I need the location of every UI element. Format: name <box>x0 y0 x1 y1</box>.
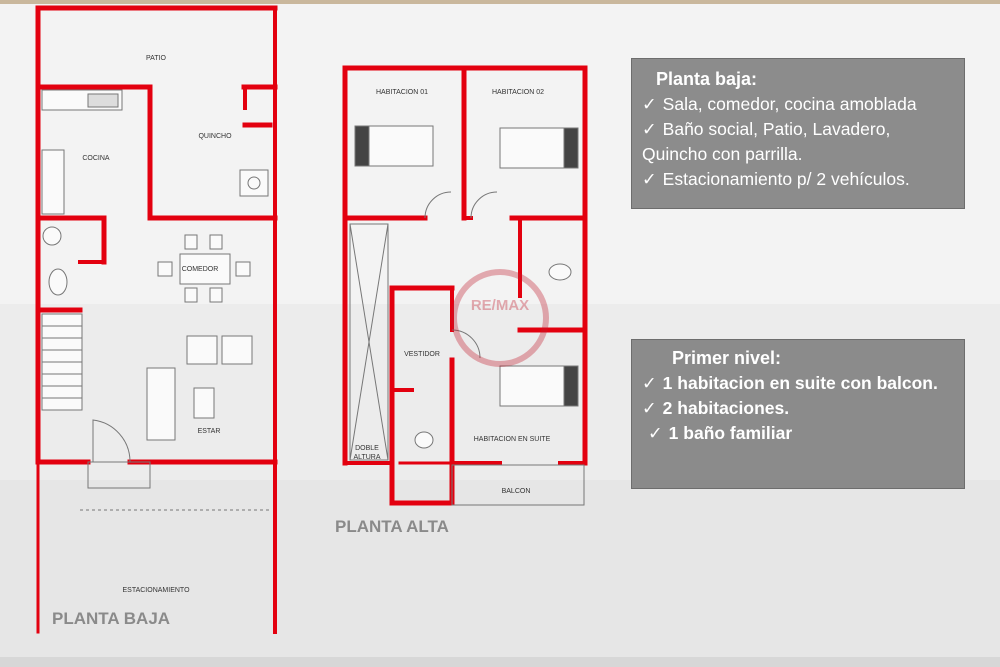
room-label-doble: DOBLE <box>355 445 379 452</box>
info-panel-primer-nivel: Primer nivel: ✓1 habitacion en suite con… <box>631 339 965 489</box>
chair <box>235 261 251 277</box>
checkmark-icon: ✓ <box>642 94 657 114</box>
coffee-table <box>193 387 215 419</box>
bed-headboard <box>563 365 579 407</box>
room-label-vestidor: VESTIDOR <box>404 351 440 358</box>
bed-headboard <box>563 127 579 169</box>
room-label-balcon: BALCON <box>502 488 531 495</box>
sofa <box>146 367 176 441</box>
plan-title-planta-baja: PLANTA BAJA <box>52 609 170 628</box>
room-label-estar: ESTAR <box>198 428 221 435</box>
top-border <box>0 0 1000 4</box>
panel-item: ✓Sala, comedor, cocina amoblada <box>642 92 958 117</box>
chair <box>209 234 223 250</box>
panel-heading: Planta baja: <box>656 69 758 89</box>
dining-table <box>179 253 231 285</box>
room-label-altura: ALTURA <box>353 454 380 461</box>
checkmark-icon: ✓ <box>642 119 657 139</box>
room-label-habitacion-suite: HABITACION EN SUITE <box>474 436 551 443</box>
door-swing-icon <box>470 191 498 219</box>
room-label-cocina: COCINA <box>82 155 110 162</box>
room-label-quincho: QUINCHO <box>198 133 232 140</box>
sink-icon <box>42 226 62 246</box>
double-height-void <box>349 223 389 461</box>
kitchen-appliance <box>41 149 65 215</box>
checkmark-icon: ✓ <box>642 373 657 393</box>
chair <box>184 234 198 250</box>
planta-alta-furniture <box>349 125 585 506</box>
door-swing-icon <box>451 329 481 359</box>
checkmark-icon: ✓ <box>648 423 663 443</box>
checkmark-icon: ✓ <box>642 398 657 418</box>
planta-alta-labels: HABITACION 01 HABITACION 02 VESTIDOR DOB… <box>335 89 551 536</box>
room-label-habitacion-01: HABITACION 01 <box>376 89 428 96</box>
chair <box>157 261 173 277</box>
room-label-estacionamiento: ESTACIONAMIENTO <box>122 587 190 594</box>
planta-alta <box>342 65 588 506</box>
sink-icon <box>87 93 119 108</box>
armchair <box>186 335 218 365</box>
armchair <box>221 335 253 365</box>
checkmark-icon: ✓ <box>642 169 657 189</box>
grill-burner <box>247 176 261 190</box>
chair <box>209 287 223 303</box>
remax-watermark: RE/MAX <box>451 269 549 367</box>
toilet-icon <box>548 263 572 281</box>
chair <box>184 287 198 303</box>
info-panel-planta-baja: Planta baja: ✓Sala, comedor, cocina amob… <box>631 58 965 209</box>
room-label-habitacion-02: HABITACION 02 <box>492 89 544 96</box>
panel-item: ✓1 baño familiar <box>648 421 958 446</box>
toilet-icon <box>48 268 68 296</box>
panel-heading: Primer nivel: <box>672 348 782 368</box>
planta-baja-labels: PATIO QUINCHO COCINA COMEDOR ESTAR ESTAC… <box>52 55 232 628</box>
bed-headboard <box>354 125 370 167</box>
room-label-comedor: COMEDOR <box>182 266 219 273</box>
room-label-patio: PATIO <box>146 55 167 62</box>
panel-item: ✓1 habitacion en suite con balcon. <box>642 371 958 396</box>
watermark-text: RE/MAX <box>471 297 529 314</box>
panel-item: ✓2 habitaciones. <box>642 396 958 421</box>
bottom-border <box>0 657 1000 667</box>
background-ground <box>0 480 1000 667</box>
entry-step <box>87 461 151 489</box>
plan-title-planta-alta: PLANTA ALTA <box>335 517 449 536</box>
panel-item: Quincho con parrilla. <box>642 144 803 164</box>
panel-item: ✓Baño social, Patio, Lavadero, <box>642 117 958 142</box>
planta-baja <box>35 5 278 634</box>
door-swing-icon <box>92 419 131 463</box>
door-swing-icon <box>424 191 452 219</box>
balcony-outline <box>451 464 585 506</box>
planta-baja-furniture <box>41 89 270 511</box>
panel-item: ✓Estacionamiento p/ 2 vehículos. <box>642 167 958 192</box>
toilet-icon <box>414 431 434 449</box>
